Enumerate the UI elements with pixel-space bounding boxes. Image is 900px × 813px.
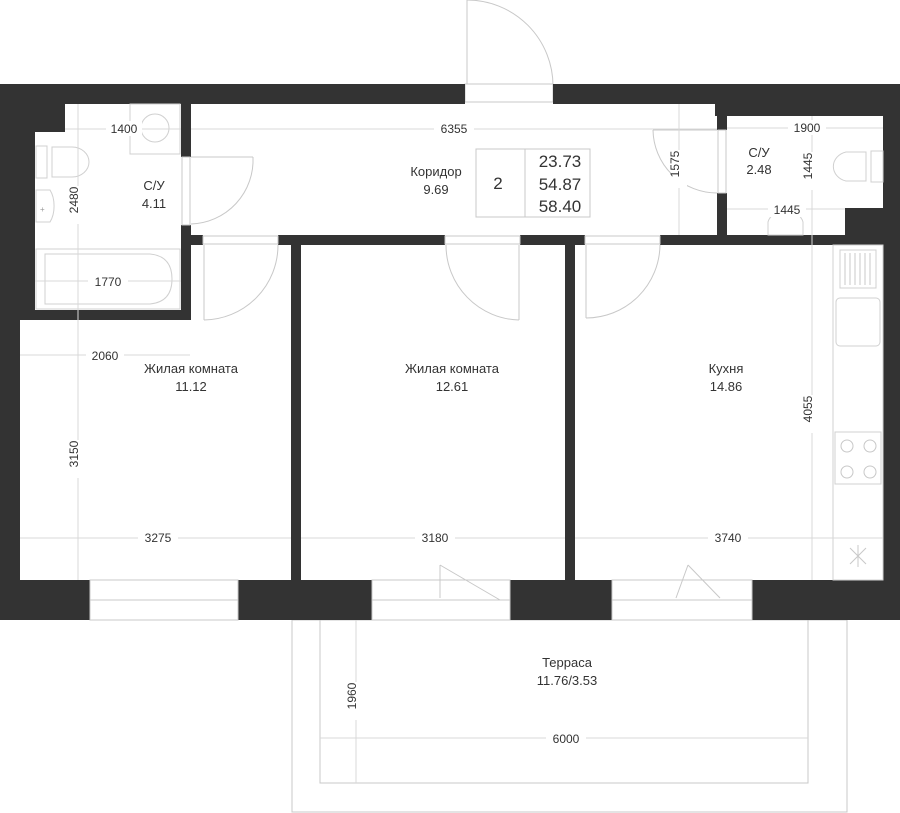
walls: [0, 84, 900, 620]
dim-corridor-length: 6355: [441, 122, 468, 136]
toilet-icon: [35, 145, 90, 179]
kitchen-counter: [832, 244, 884, 581]
kitchen-name: Кухня: [709, 361, 744, 376]
balcony-door[interactable]: [675, 564, 721, 599]
living1-name: Жилая комната: [144, 361, 239, 376]
dim-living2-width: 3180: [422, 531, 449, 545]
bath1-area: 4.11: [142, 196, 166, 211]
dim-terrace-width: 6000: [553, 732, 580, 746]
dim-kitchen-width: 3740: [715, 531, 742, 545]
corridor-area: 9.69: [423, 182, 448, 197]
total-area: 54.87: [539, 175, 582, 194]
total-with-terrace: 58.40: [539, 197, 582, 216]
terrace-name: Терраса: [542, 655, 593, 670]
dim-corridor-depth: 1575: [668, 150, 682, 177]
bath2-door[interactable]: [652, 129, 727, 194]
dim-living1-height: 3150: [67, 440, 81, 467]
living1-area: 11.12: [175, 379, 207, 394]
terrace-outline: [291, 619, 848, 813]
bath1-name: С/У: [143, 178, 165, 193]
dim-bath2-height: 1445: [801, 152, 815, 179]
balcony-door[interactable]: [439, 564, 501, 601]
dim-terrace-depth: 1960: [345, 682, 359, 709]
bath1-door[interactable]: [181, 156, 254, 226]
kitchen-door[interactable]: [584, 235, 661, 319]
bath2-name: С/У: [748, 145, 770, 160]
dim-bath1-width: 1400: [111, 122, 138, 136]
living2-area: 12.61: [436, 379, 469, 394]
corridor-name: Коридор: [410, 164, 461, 179]
living2-name: Жилая комната: [405, 361, 500, 376]
kitchen-area: 14.86: [710, 379, 743, 394]
living1-door[interactable]: [202, 235, 279, 321]
bath2-area: 2.48: [746, 162, 771, 177]
toilet-icon: [832, 150, 884, 183]
kitchen-sink-icon: [835, 297, 881, 347]
terrace-area: 11.76/3.53: [537, 673, 597, 688]
dim-kitchen-height: 4055: [801, 395, 815, 422]
svg-text:+: +: [40, 205, 45, 214]
dim-bath1-height: 2480: [67, 186, 81, 213]
living2-door[interactable]: [444, 235, 521, 321]
sink-icon: +: [35, 189, 55, 223]
dim-bath1-width-bottom: 1770: [95, 275, 122, 289]
entrance-door[interactable]: [464, 0, 554, 103]
dim-bath2-width: 1900: [794, 121, 821, 135]
dim-bath2-width-bottom: 1445: [774, 203, 801, 217]
fan-icon: [849, 545, 867, 567]
living-area: 23.73: [539, 152, 582, 171]
rooms-count: 2: [493, 174, 502, 193]
dim-living1-depth: 2060: [92, 349, 119, 363]
apartment-summary: 2 23.73 54.87 58.40: [475, 148, 591, 218]
dim-living1-width: 3275: [145, 531, 172, 545]
